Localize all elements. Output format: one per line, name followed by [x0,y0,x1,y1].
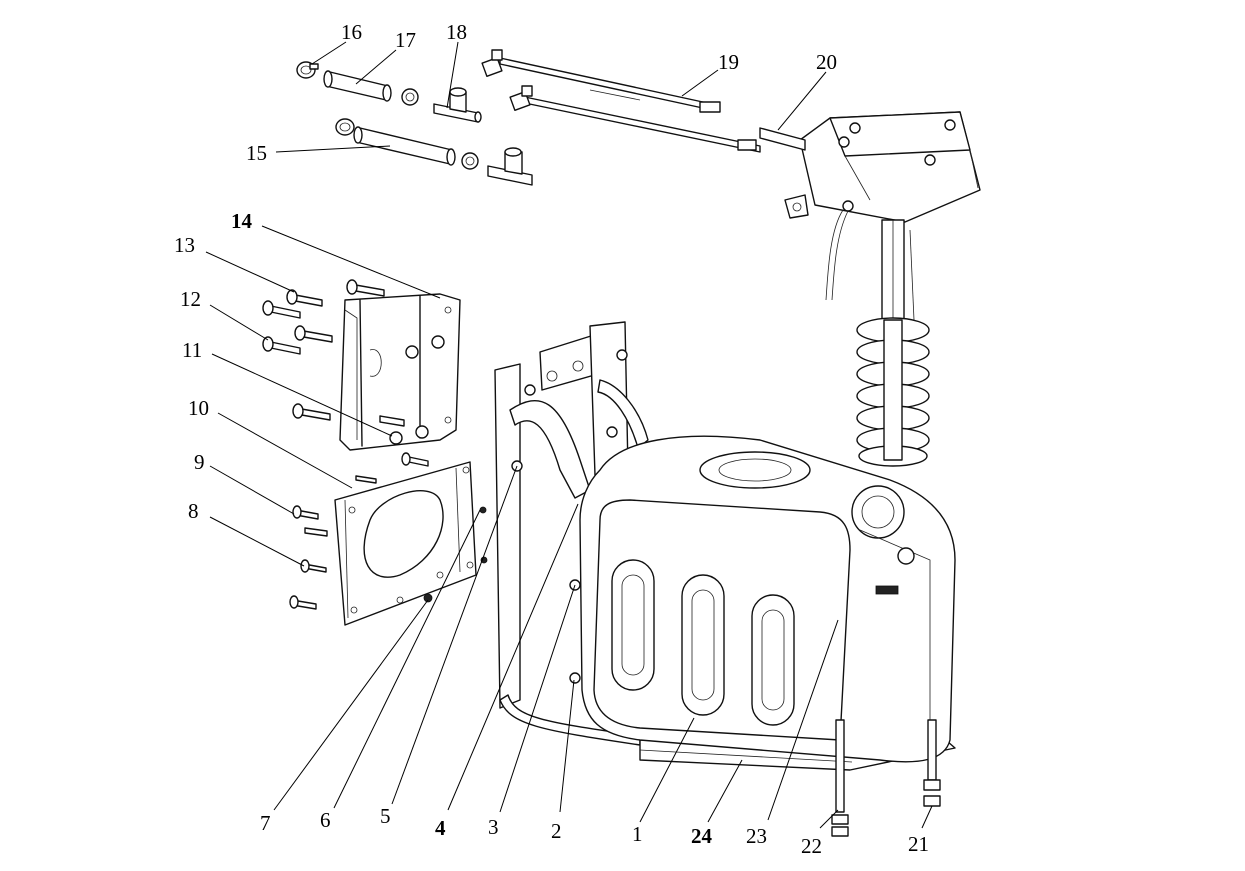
callout-14: 14 [231,209,253,233]
bolt-set-11 [292,403,405,427]
part-fuel-tank-1 [579,435,956,763]
leader-24 [707,759,743,823]
callout-20: 20 [816,50,837,74]
callout-23: 23 [746,824,767,848]
leader-10 [217,412,353,489]
leader-3 [499,584,576,813]
callout-19: 19 [718,50,739,74]
callout-12: 12 [180,287,201,311]
leader-1 [639,717,695,823]
leader-13 [205,251,295,293]
callout-8: 8 [188,499,199,523]
callout-22: 22 [801,834,822,858]
leader-2 [559,679,575,813]
callout-6: 6 [320,808,331,832]
leader-19 [681,69,719,97]
callout-18: 18 [446,20,467,44]
leader-20 [777,71,827,131]
leader-18 [446,41,459,109]
part-tie-rod-22 [831,719,849,837]
part-hose-clamp-17b [401,88,419,106]
part-hose-clamp-16 [296,61,319,79]
callout-24: 24 [691,824,713,848]
leader-15 [275,145,391,153]
part-upper-bracket-14 [339,293,461,451]
callout-1: 1 [632,822,643,846]
part-short-hose-17 [323,70,392,102]
part-long-hose-15 [335,118,479,170]
callout-13: 13 [174,233,195,257]
callout-15: 15 [246,141,267,165]
callout-10: 10 [188,396,209,420]
callout-7: 7 [260,811,271,835]
leader-6 [333,509,481,809]
leader-5 [391,465,518,805]
leader-17 [355,49,397,85]
bolt-set-12 [262,300,333,355]
leader-11 [211,353,393,437]
part-mounting-plate-10 [334,461,488,626]
callout-17: 17 [395,28,416,52]
leader-22 [819,809,839,829]
leader-12 [209,304,269,341]
callout-2: 2 [551,819,562,843]
part-fuel-lines-19 [481,49,761,153]
leader-7 [273,599,429,811]
leader-9 [209,465,295,515]
callout-11: 11 [182,338,202,362]
part-tee-connector-18 [433,87,482,123]
callout-4: 4 [435,816,446,840]
leader-21 [921,805,933,829]
part-sender-unit-20 [759,111,981,321]
callout-5: 5 [380,804,391,828]
leader-23 [767,619,839,821]
callout-labels: 16 17 18 19 20 15 14 13 12 11 10 9 8 7 6… [174,20,929,858]
leader-4 [447,503,579,811]
callout-21: 21 [908,832,929,856]
leader-8 [209,516,305,567]
leader-14 [261,225,441,299]
bolt-set-8 [289,559,433,610]
part-sender-coil [856,317,930,467]
leader-lines [205,41,933,829]
callout-9: 9 [194,450,205,474]
bolt-set-9 [292,452,429,537]
bolt-set-13 [286,279,385,307]
leader-16 [311,41,347,65]
callout-3: 3 [488,815,499,839]
callout-16: 16 [341,20,362,44]
part-tee-connector-15b [487,147,533,186]
